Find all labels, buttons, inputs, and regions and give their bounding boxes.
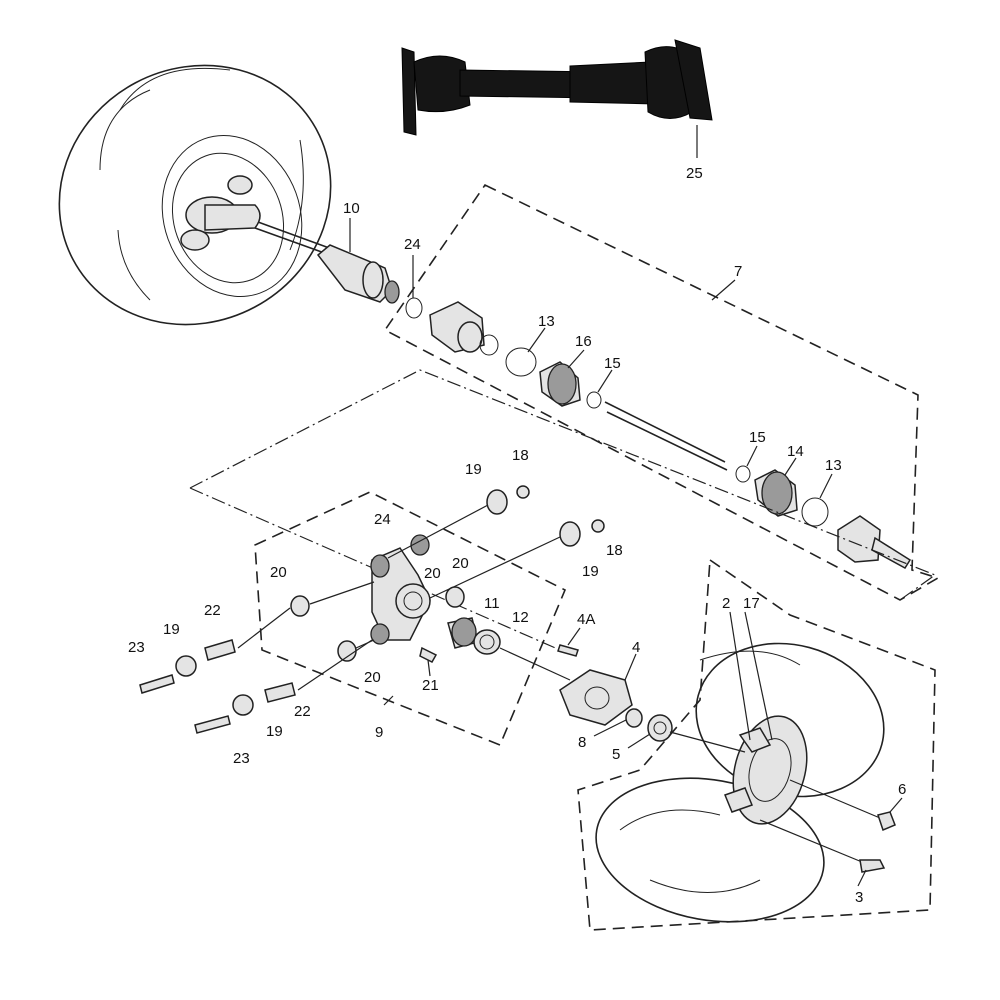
callout-2: 2 [722, 595, 730, 612]
callout-6: 6 [898, 781, 906, 798]
callout-13: 13 [825, 457, 842, 474]
callout-24: 24 [374, 511, 391, 528]
callout-19: 19 [266, 723, 283, 740]
callout-20: 20 [270, 564, 287, 581]
callout-3: 3 [855, 889, 863, 906]
steering-knuckle [370, 534, 431, 645]
callout-22: 22 [204, 602, 221, 619]
callout-23: 23 [128, 639, 145, 656]
callout-23: 23 [233, 750, 250, 767]
callout-7: 7 [734, 263, 742, 280]
callout-12: 12 [512, 609, 529, 626]
bushings-and-hardware [139, 485, 605, 734]
callout-labels: 25 10 24 7 13 16 15 15 14 13 19 18 24 20… [128, 165, 906, 906]
callout-4A: 4A [577, 611, 595, 628]
callout-15: 15 [749, 429, 766, 446]
callout-20: 20 [364, 669, 381, 686]
callout-22: 22 [294, 703, 311, 720]
callout-14: 14 [787, 443, 804, 460]
callout-20: 20 [452, 555, 469, 572]
callout-24: 24 [404, 236, 421, 253]
callout-10: 10 [343, 200, 360, 217]
callout-13: 13 [538, 313, 555, 330]
callout-25: 25 [686, 165, 703, 182]
callout-16: 16 [575, 333, 592, 350]
cv-axle-parts [405, 297, 912, 569]
callout-19: 19 [582, 563, 599, 580]
callout-18: 18 [512, 447, 529, 464]
callout-4: 4 [632, 639, 640, 656]
hub-carrier-plane [189, 369, 937, 601]
callout-19: 19 [465, 461, 482, 478]
axle-shaft-10 [254, 221, 400, 304]
callout-19: 19 [163, 621, 180, 638]
callout-leaders [349, 218, 903, 887]
callout-5: 5 [612, 746, 620, 763]
callout-21: 21 [422, 677, 439, 694]
assembly-axis-lines [237, 504, 571, 691]
callout-17: 17 [743, 595, 760, 612]
callout-20: 20 [424, 565, 441, 582]
wheel-nut-6 [877, 811, 896, 832]
upper-tire-assembly [58, 64, 332, 326]
callout-18: 18 [606, 542, 623, 559]
wheel-hub-4 [557, 644, 673, 742]
drive-shaft-25 [401, 39, 713, 158]
callout-9: 9 [375, 724, 383, 741]
lower-wheel-assembly [595, 642, 885, 923]
knuckle-group-outline-9 [254, 491, 567, 747]
callout-8: 8 [578, 734, 586, 751]
valve-stem-3 [859, 859, 886, 873]
cv-axle-group-outline-7 [383, 183, 940, 601]
callout-11: 11 [484, 595, 500, 612]
callout-15: 15 [604, 355, 621, 372]
